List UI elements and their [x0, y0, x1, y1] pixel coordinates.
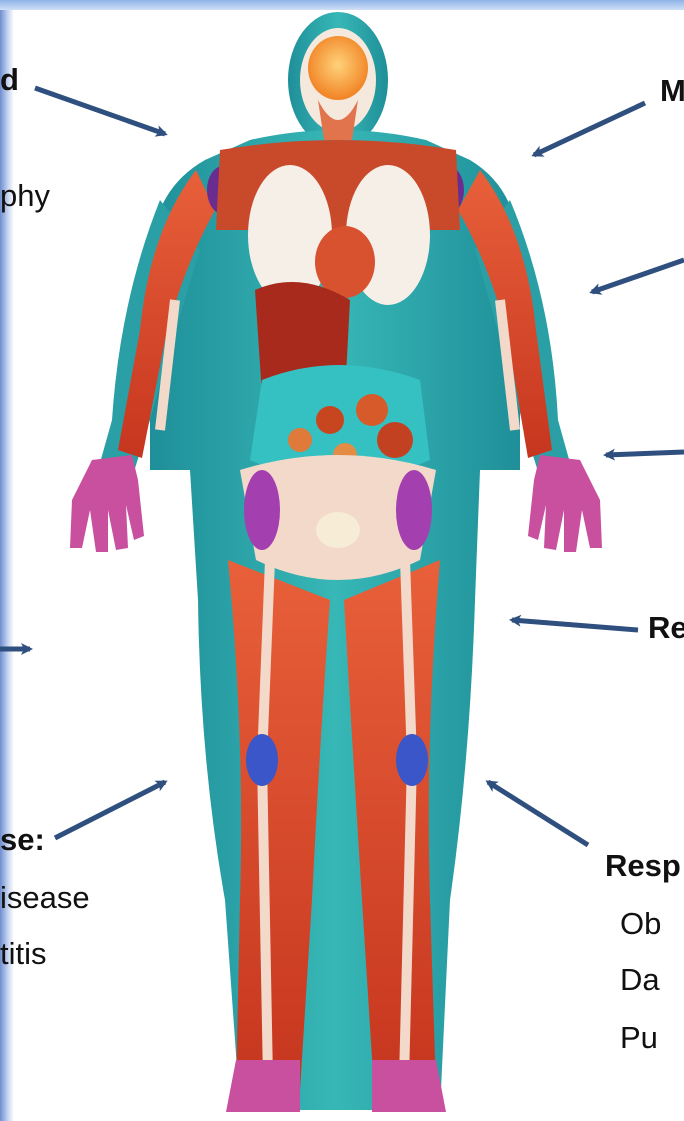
arrow-lower-right	[512, 620, 638, 630]
bottom-left-heading: se:	[0, 822, 45, 858]
bottom-right-line-3: Pu	[620, 1020, 658, 1056]
arrow-bottom-left	[55, 782, 165, 838]
brain-icon	[308, 36, 368, 100]
mid-right-heading: Re	[648, 610, 684, 646]
top-right-heading: M	[660, 73, 684, 109]
bottom-left-line-1: isease	[0, 880, 90, 916]
heart-icon	[315, 226, 375, 298]
arrow-upper-right	[592, 260, 684, 292]
bottom-right-heading: Resp	[605, 848, 681, 884]
bottom-right-line-1: Ob	[620, 906, 661, 942]
bottom-right-line-2: Da	[620, 962, 660, 998]
arrow-mid-right	[606, 452, 684, 455]
arrow-bottom-right	[488, 782, 588, 845]
arrow-top-right	[534, 103, 645, 155]
arrow-top-left	[35, 88, 165, 134]
bottom-left-line-2: titis	[0, 936, 47, 972]
top-left-heading: d	[0, 62, 19, 98]
top-left-line: phy	[0, 178, 50, 214]
